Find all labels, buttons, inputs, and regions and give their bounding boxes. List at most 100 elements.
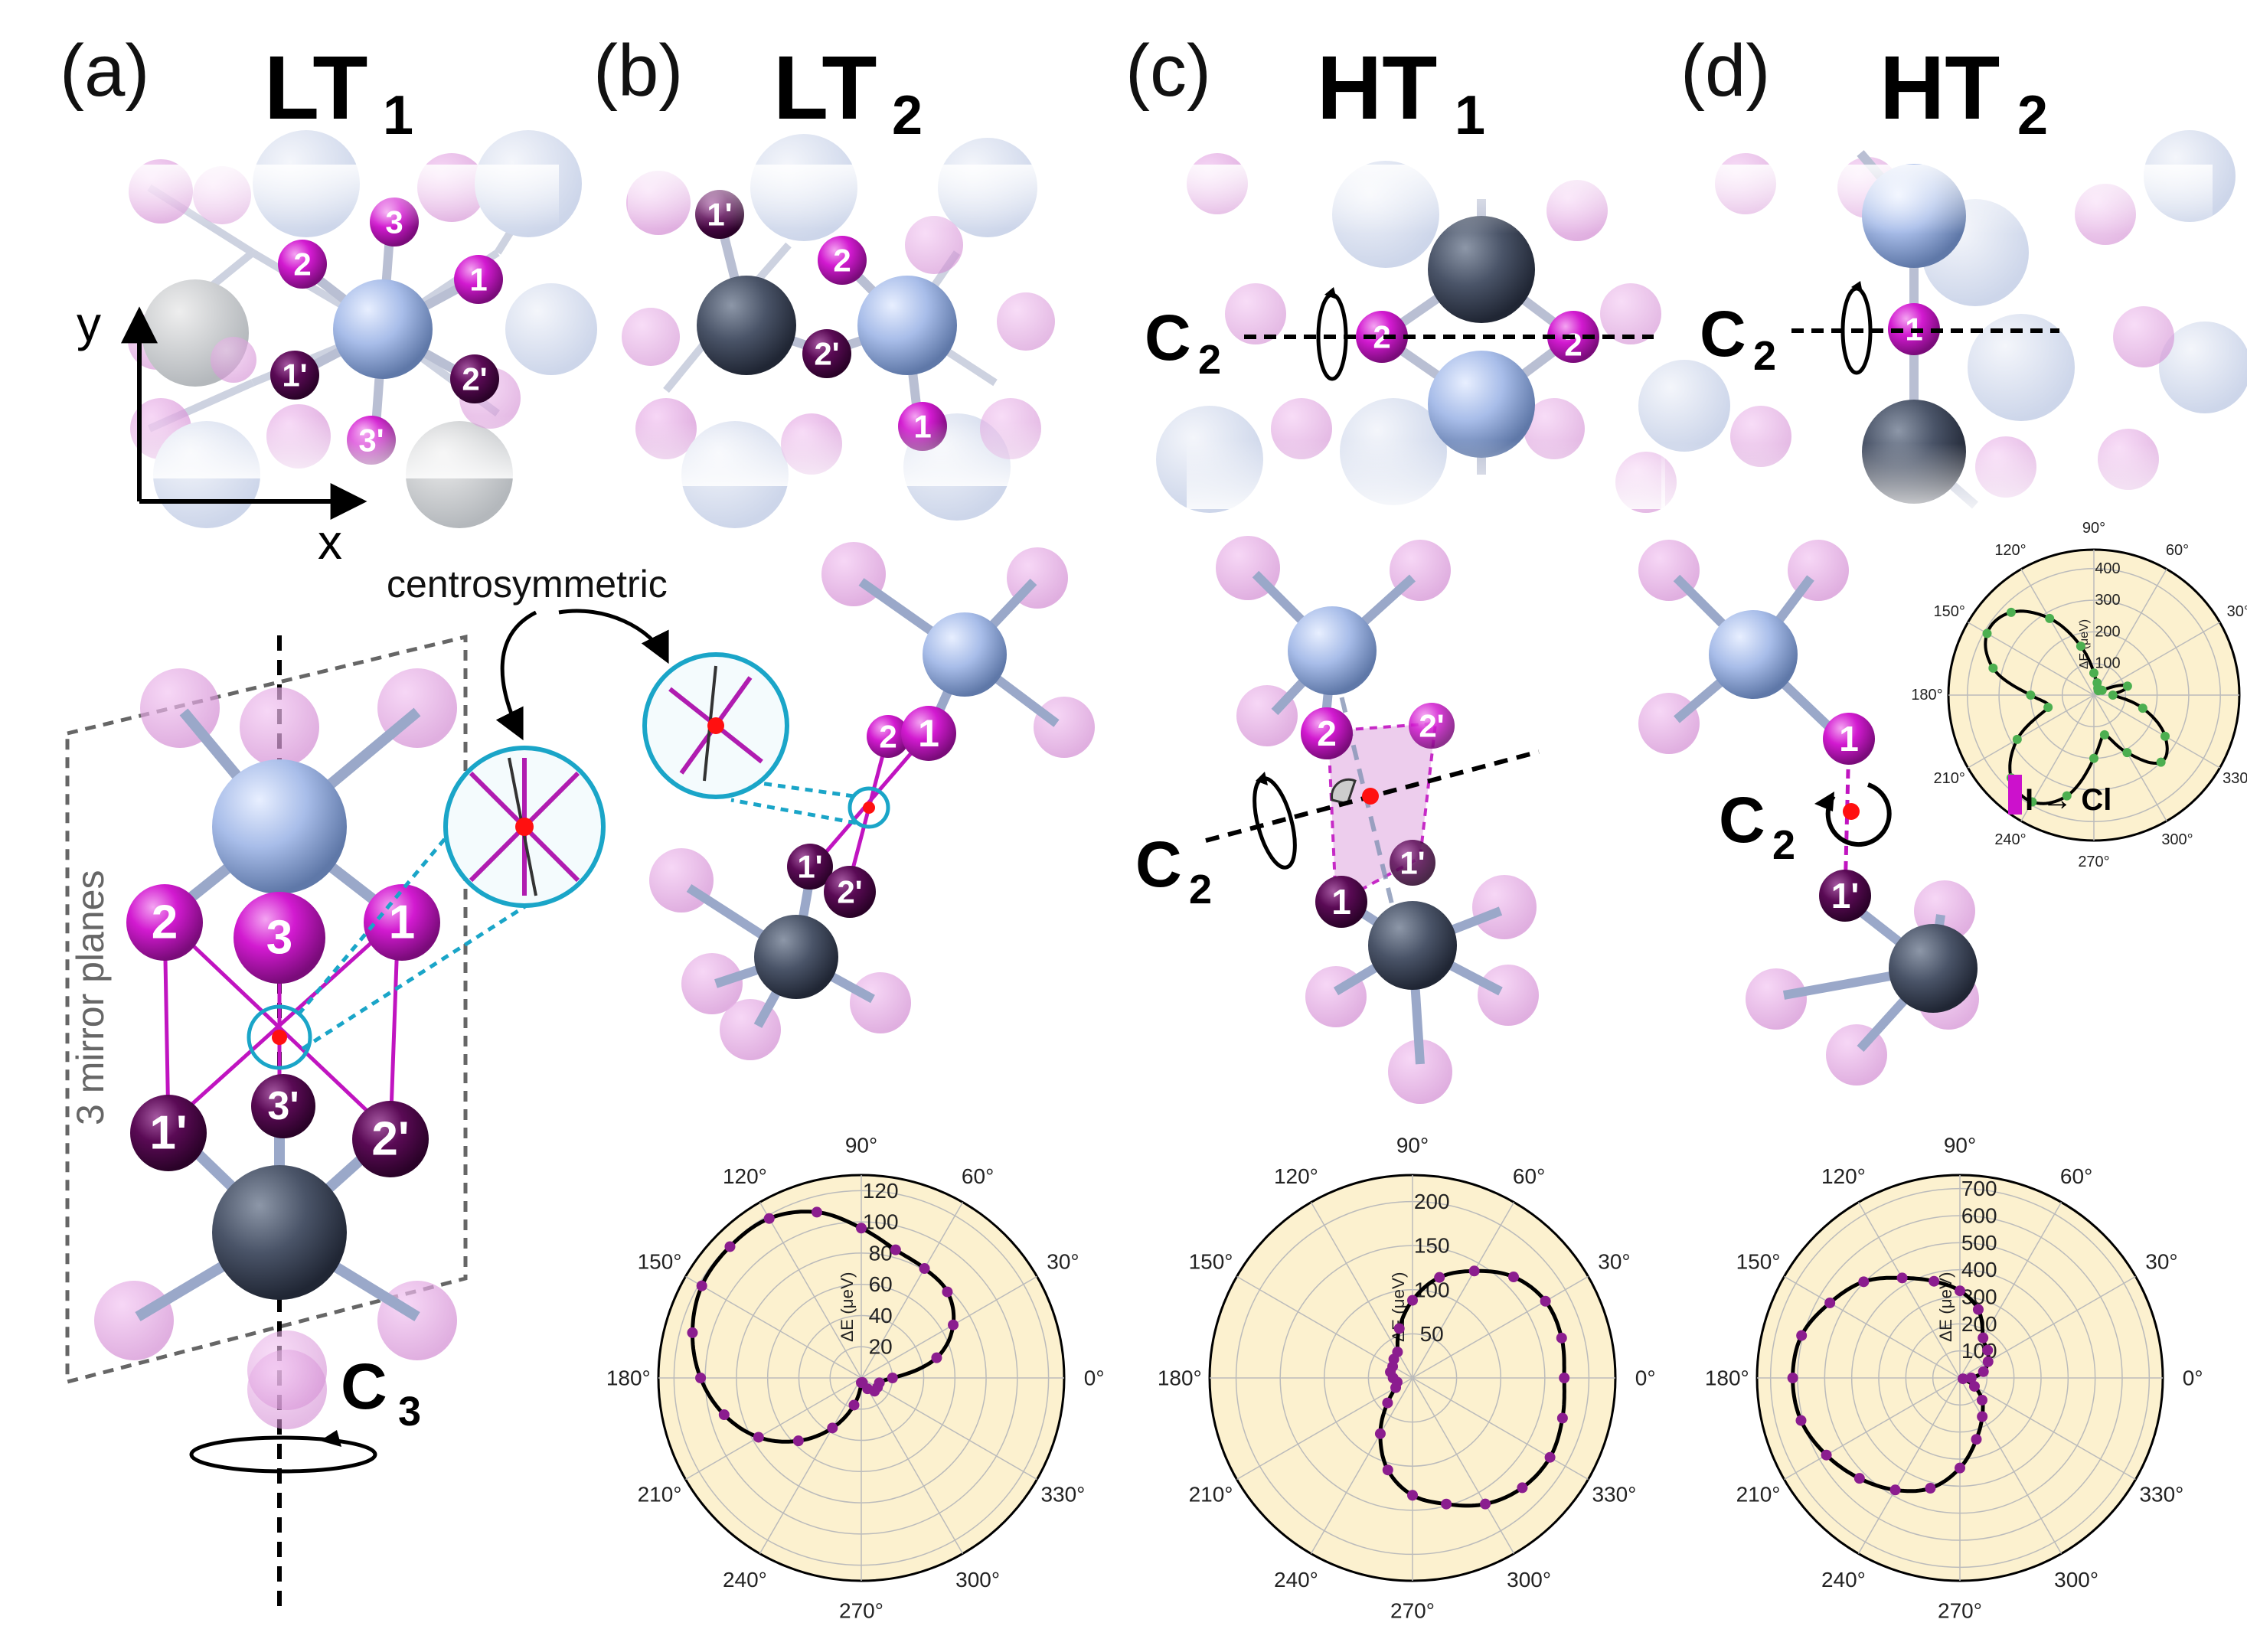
data-point [1821, 1449, 1832, 1461]
angle-tick-label: 270° [1390, 1599, 1435, 1623]
data-point [811, 1206, 822, 1218]
panel-label: (a) [60, 30, 149, 112]
angle-tick-label: 270° [839, 1599, 883, 1623]
radial-tick-label: 100 [863, 1210, 899, 1234]
svg-text:C: C [1145, 302, 1191, 374]
data-point [1896, 1272, 1908, 1284]
atom-label: 2' [1419, 708, 1444, 744]
data-point [1982, 1344, 1994, 1356]
svg-text:3: 3 [398, 1389, 421, 1435]
angle-tick-label: 0° [2183, 1366, 2203, 1390]
atom-label: 3' [267, 1084, 299, 1128]
atom-label: 1' [149, 1107, 187, 1160]
angle-tick-label: 330° [1040, 1483, 1085, 1507]
radial-tick-label: 100 [2095, 655, 2120, 672]
atom-label: 3 [266, 912, 292, 965]
data-point [1955, 1285, 1965, 1297]
data-point [2089, 753, 2098, 763]
data-point [2108, 691, 2118, 700]
data-point [1929, 1275, 1940, 1287]
angle-tick-label: 30° [1047, 1249, 1079, 1273]
polar-plot-c: 0°30°60°90°120°150°180°210°240°270°300°3… [1158, 1133, 1656, 1622]
atom-label: 2' [371, 1113, 409, 1166]
y-axis-label: y [77, 296, 101, 351]
svg-text:I → Cl: I → Cl [2025, 783, 2111, 817]
top-view-d: 1 C 2 [1638, 130, 2247, 513]
atom-label: 1 [389, 896, 415, 949]
data-point [2089, 668, 2098, 678]
angle-tick-label: 300° [2161, 831, 2193, 848]
angle-tick-label: 60° [2060, 1164, 2092, 1188]
mirror-planes-label: 3 mirror planes [69, 870, 112, 1125]
atom-label: 1 [1839, 719, 1859, 759]
centrosymmetric-label: centrosymmetric [387, 563, 668, 606]
angle-tick-label: 330° [2223, 770, 2247, 787]
data-point [2122, 748, 2132, 758]
data-point [763, 1213, 775, 1224]
radial-tick-label: 150 [1414, 1234, 1450, 1258]
data-point [1972, 1304, 1984, 1315]
angle-tick-label: 240° [723, 1568, 767, 1592]
angle-tick-label: 180° [606, 1366, 651, 1390]
c2-label: C 2 [1135, 828, 1212, 913]
data-point [1971, 1434, 1982, 1445]
atom-label: 1 [918, 712, 939, 755]
svg-text:C: C [341, 1350, 387, 1422]
data-point [2043, 703, 2053, 713]
radial-tick-label: 400 [2095, 560, 2120, 577]
angle-tick-label: 330° [2139, 1483, 2183, 1507]
angle-tick-label: 90° [2082, 520, 2105, 537]
angle-tick-label: 30° [2145, 1249, 2177, 1273]
polar-plot-inset-d: 0°30°60°90°120°150°180°210°240°270°300°3… [1911, 520, 2247, 870]
data-point [942, 1286, 953, 1298]
data-point [1796, 1330, 1808, 1341]
data-point [1958, 1373, 1969, 1385]
rotation-arrow-icon [189, 1435, 377, 1474]
data-point [2156, 757, 2166, 767]
atom-label: 2' [837, 874, 862, 910]
data-point [687, 1327, 698, 1338]
polar-plot-b: 0°30°60°90°120°150°180°210°240°270°300°3… [606, 1133, 1105, 1622]
inversion-centre-dot [1843, 803, 1860, 820]
data-point [1544, 1451, 1556, 1463]
angle-tick-label: 0° [1635, 1366, 1656, 1390]
data-point [1407, 1490, 1418, 1501]
panel-header-d: (d) HT 2 [1680, 30, 2048, 146]
data-point [1480, 1498, 1491, 1510]
data-point [1556, 1412, 1568, 1424]
data-point [2062, 791, 2072, 801]
angle-tick-label: 150° [1736, 1249, 1781, 1273]
data-point [2099, 730, 2109, 739]
data-point [2045, 613, 2055, 623]
data-point [2092, 678, 2102, 688]
angle-tick-label: 90° [1944, 1133, 1976, 1157]
inversion-centre-dot [1362, 788, 1379, 805]
svg-text:2: 2 [1198, 337, 1221, 383]
angle-tick-label: 300° [955, 1568, 1000, 1592]
data-point [1787, 1373, 1798, 1383]
data-point [931, 1352, 942, 1363]
angle-tick-label: 240° [1274, 1568, 1318, 1592]
atom-label: 2 [879, 719, 897, 755]
angle-tick-label: 300° [1507, 1568, 1551, 1592]
radial-tick-label: 120 [863, 1179, 899, 1203]
angle-tick-label: 60° [1513, 1164, 1545, 1188]
data-point [1977, 1411, 1988, 1422]
angle-tick-label: 120° [1994, 542, 2026, 559]
data-point [1441, 1498, 1452, 1510]
angle-tick-label: 300° [2054, 1568, 2098, 1592]
mirror-plane-outline [65, 634, 468, 1385]
panel-title: HT [1880, 38, 2000, 139]
data-point [1978, 1366, 1989, 1377]
data-point [827, 1422, 838, 1434]
data-point [724, 1241, 736, 1252]
angle-tick-label: 210° [1934, 770, 1965, 787]
side-view-d: 1 1' C 2 [1638, 540, 1979, 1086]
atom-label: 1' [1399, 845, 1425, 881]
svg-text:2: 2 [1753, 333, 1776, 379]
radial-tick-label: 20 [869, 1335, 893, 1359]
panel-subscript: 1 [1455, 85, 1485, 146]
angle-tick-label: 120° [1821, 1164, 1866, 1188]
data-point [2160, 731, 2170, 741]
